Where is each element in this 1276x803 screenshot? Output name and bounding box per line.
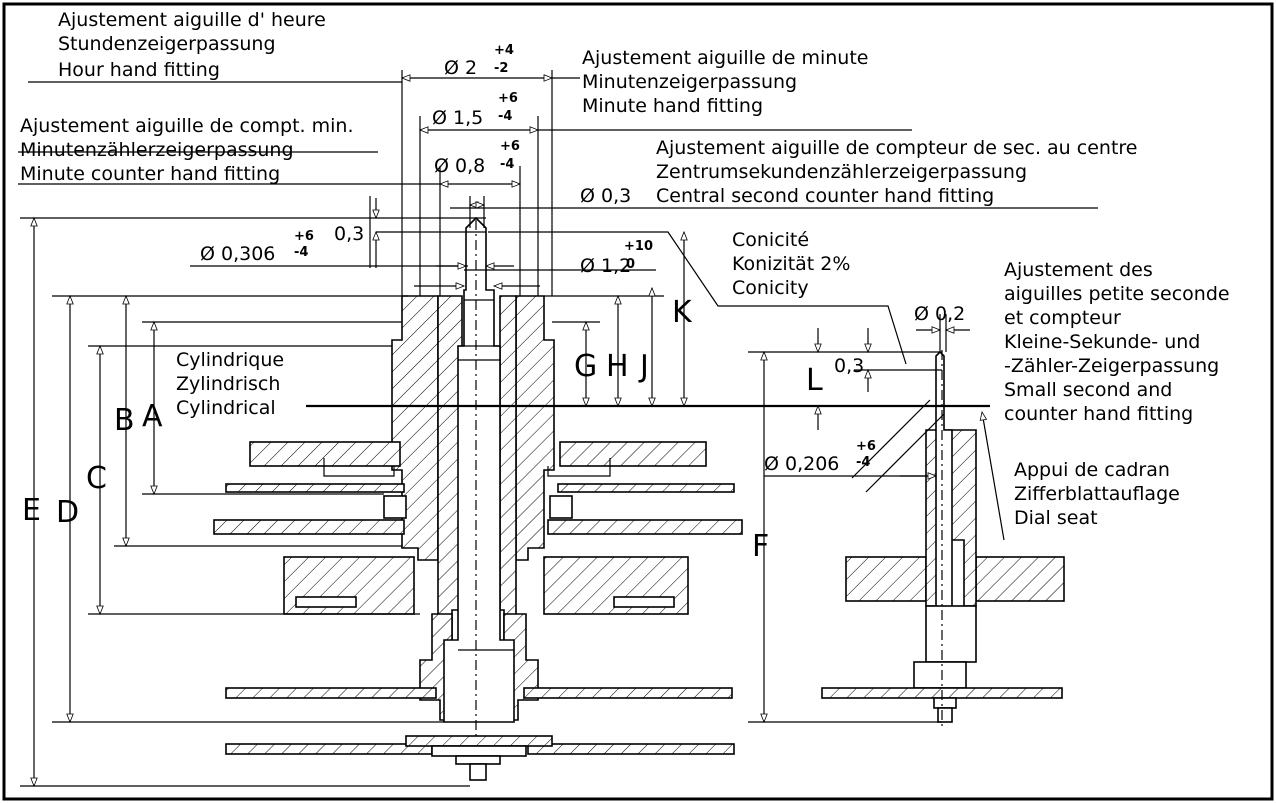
letter-L: L xyxy=(806,363,823,398)
central-de-label: Zentrumsekundenzählerzeigerpassung xyxy=(656,161,1027,183)
dim-d03: Ø 0,3 xyxy=(580,185,631,207)
small-fr2-label: aiguilles petite seconde xyxy=(1004,283,1230,305)
minute-de-label: Minutenzeigerpassung xyxy=(582,71,797,93)
letter-B: B xyxy=(114,403,135,438)
letter-C: C xyxy=(86,461,107,496)
dim-d12: Ø 1,2 xyxy=(580,255,631,277)
small-fr1-label: Ajustement des xyxy=(1004,259,1153,281)
minute-en-label: Minute hand fitting xyxy=(582,95,763,117)
dim-d0206: Ø 0,206 xyxy=(764,453,839,475)
dim-d08: Ø 0,8 xyxy=(434,155,485,177)
dim-d12-tol-up: +10 xyxy=(624,239,653,254)
dim-len03: 0,3 xyxy=(334,223,364,245)
letter-A: A xyxy=(142,399,163,434)
central-fr-label: Ajustement aiguille de compteur de sec. … xyxy=(656,137,1137,159)
letter-F: F xyxy=(752,529,769,564)
letter-K: K xyxy=(672,295,693,330)
dial-fr-label: Appui de cadran xyxy=(1014,459,1170,481)
dim-d15-tol-low: -4 xyxy=(498,109,512,124)
dim-d08-tol-low: -4 xyxy=(500,157,514,172)
letter-J: J xyxy=(638,349,649,384)
small-second-assembly xyxy=(821,350,1065,730)
letter-G: G xyxy=(574,349,597,384)
dial-de-label: Zifferblattauflage xyxy=(1014,483,1180,505)
dim-d08-tol-up: +6 xyxy=(500,139,520,154)
letter-D: D xyxy=(56,495,79,530)
dim-d2: Ø 2 xyxy=(444,57,477,79)
small-de2-label: -Zähler-Zeigerpassung xyxy=(1004,355,1219,377)
dimension-lines xyxy=(18,70,1098,788)
small-de1-label: Kleine-Sekunde- und xyxy=(1004,331,1200,353)
letter-E: E xyxy=(22,493,41,528)
dim-d15: Ø 1,5 xyxy=(432,107,483,129)
dim-len03b: 0,3 xyxy=(834,355,864,377)
central-en-label: Central second counter hand fitting xyxy=(656,185,994,207)
minute-fr-label: Ajustement aiguille de minute xyxy=(582,47,868,69)
hour-fr-label: Ajustement aiguille d' heure xyxy=(58,9,326,31)
mincount-fr-label: Ajustement aiguille de compt. min. xyxy=(20,115,354,137)
dim-d0206-tol-low: -4 xyxy=(856,455,870,470)
small-en2-label: counter hand fitting xyxy=(1004,403,1193,425)
dim-d12-tol-low: 0 xyxy=(626,257,635,272)
dial-en-label: Dial seat xyxy=(1014,507,1098,529)
dim-d2-tol-up: +4 xyxy=(494,43,514,58)
dim-d15-tol-up: +6 xyxy=(498,91,518,106)
dim-d0306: Ø 0,306 xyxy=(200,243,275,265)
cyl-fr-label: Cylindrique xyxy=(176,349,284,371)
dim-d0306-tol-up: +6 xyxy=(294,229,314,244)
hour-en-label: Hour hand fitting xyxy=(58,59,220,81)
small-en1-label: Small second and xyxy=(1004,379,1172,401)
mincount-en-label: Minute counter hand fitting xyxy=(20,163,280,185)
main-assembly xyxy=(213,216,743,781)
dim-d2-tol-low: -2 xyxy=(494,61,508,76)
cyl-de-label: Zylindrisch xyxy=(176,373,280,395)
text-labels: Ajustement aiguille d' heure Stundenzeig… xyxy=(20,9,1230,564)
dim-d0206-tol-up: +6 xyxy=(856,439,876,454)
conic-de-label: Konizität 2% xyxy=(732,253,850,275)
dim-d0306-tol-low: -4 xyxy=(294,245,308,260)
hour-de-label: Stundenzeigerpassung xyxy=(58,33,276,55)
mincount-de-label: Minutenzählerzeigerpassung xyxy=(20,139,294,161)
cyl-en-label: Cylindrical xyxy=(176,397,276,419)
conic-en-label: Conicity xyxy=(732,277,809,299)
letter-H: H xyxy=(606,349,629,384)
small-fr3-label: et compteur xyxy=(1004,307,1121,329)
dim-d02: Ø 0,2 xyxy=(914,303,965,325)
conic-fr-label: Conicité xyxy=(732,229,809,251)
